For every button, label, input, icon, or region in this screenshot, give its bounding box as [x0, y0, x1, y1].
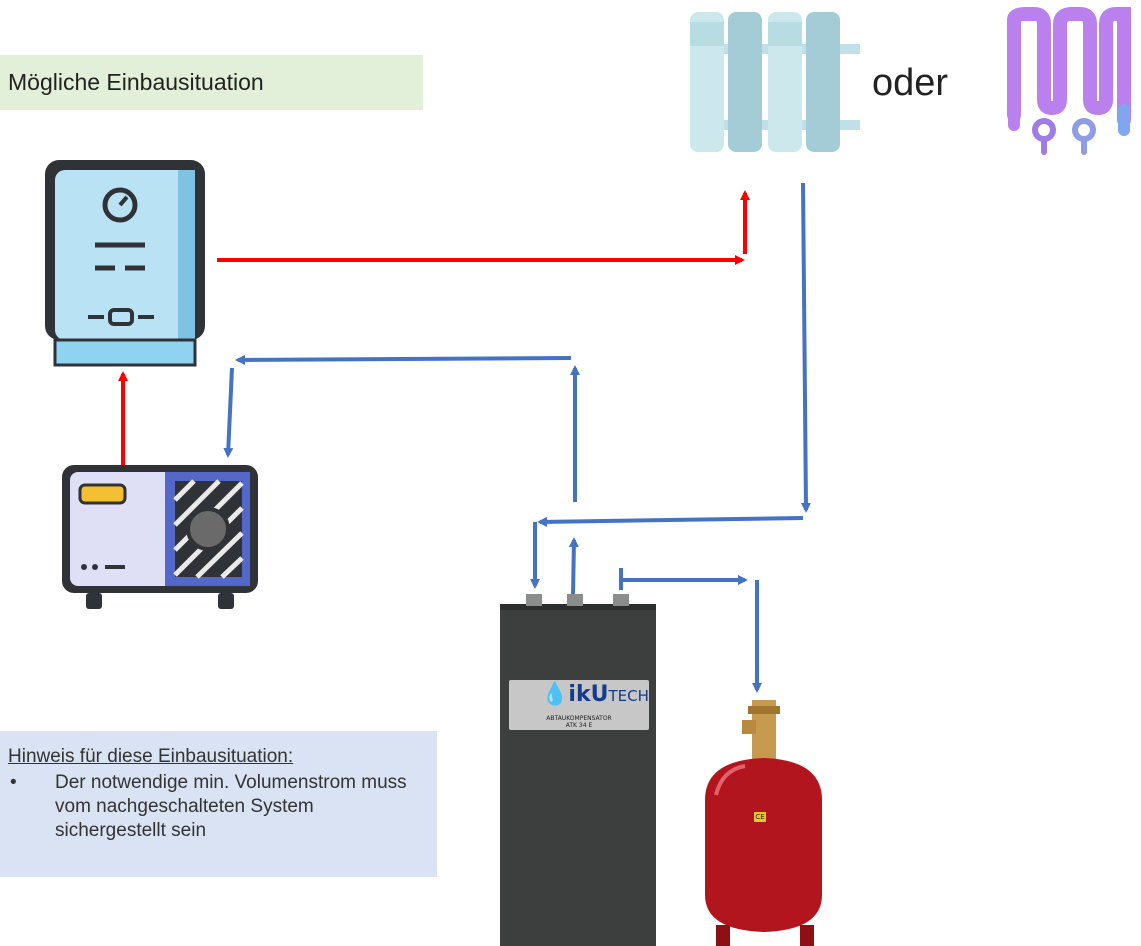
brand-logo: 💧ikUTECH — [541, 682, 649, 707]
bullet-icon: • — [10, 772, 17, 793]
device-model: ABTAUKOMPENSATOR ATK 34 E — [509, 715, 649, 729]
expansion-vessel-icon — [705, 700, 822, 946]
ce-mark: CE — [754, 812, 766, 822]
device-model-line2: ATK 34 E — [565, 722, 593, 729]
or-label: oder — [872, 62, 949, 104]
return-line-radiator-down — [800, 182, 811, 513]
diagram-title: Mögliche Einbausituation — [8, 69, 264, 95]
device-label — [509, 680, 649, 730]
title-box: Mögliche Einbausituation — [0, 55, 423, 110]
return-line-to-heatpump — [223, 367, 234, 458]
underfloor-heating-icon — [1007, 6, 1131, 155]
water-drop-icon: 💧 — [541, 682, 569, 707]
compensator-tank-icon — [500, 594, 656, 946]
return-lines — [223, 182, 811, 693]
radiator-icon — [690, 12, 860, 152]
hint-item: • Der notwendige min. Volumenstrom muss … — [8, 771, 425, 843]
hint-heading: Hinweis für diese Einbausituation: — [8, 746, 294, 767]
device-model-line1: ABTAUKOMPENSATOR — [546, 715, 612, 722]
return-line-to-boiler — [235, 354, 572, 365]
supply-lines — [118, 190, 750, 465]
brand-sub: TECH — [608, 687, 649, 705]
boiler-icon — [45, 160, 205, 367]
return-line-tank-outlet — [568, 537, 579, 595]
brand-main: ikU — [568, 682, 609, 707]
hint-text: Der notwendige min. Volumenstrom muss vo… — [55, 772, 407, 841]
return-line-to-tank-header — [537, 516, 804, 527]
heat-pump-icon — [62, 465, 258, 609]
hint-box: Hinweis für diese Einbausituation: • Der… — [0, 731, 437, 877]
